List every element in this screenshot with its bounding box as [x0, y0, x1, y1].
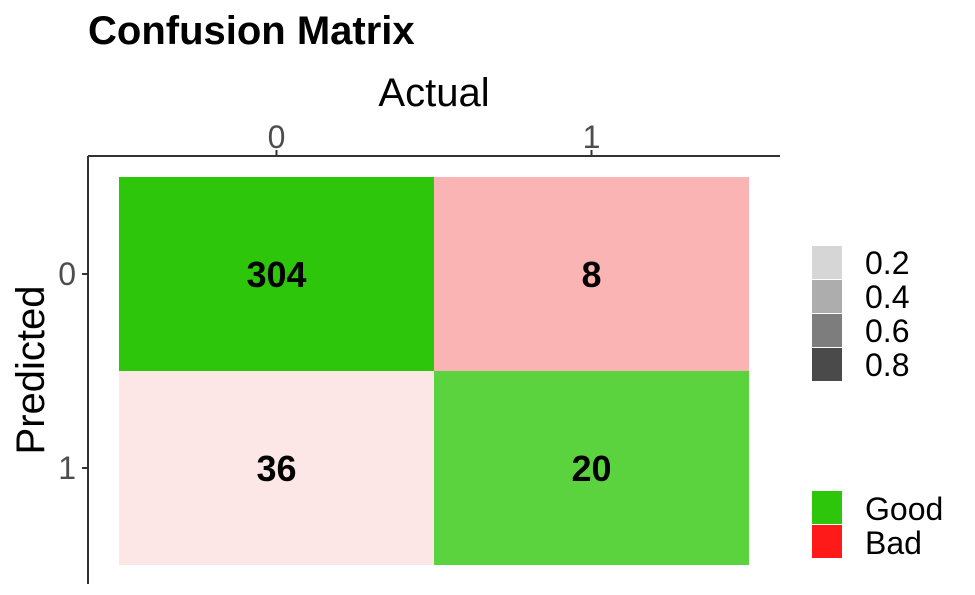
y-axis-title: Predicted: [9, 286, 53, 455]
x-axis-title: Actual: [378, 71, 489, 115]
outcome-legend-swatch: [812, 525, 842, 558]
chart-title: Confusion Matrix: [88, 9, 415, 53]
cell-value-label: 20: [571, 448, 611, 489]
alpha-legend-swatch: [812, 314, 842, 347]
outcome-legend-label: Bad: [865, 525, 922, 561]
cell-value-label: 304: [246, 254, 306, 295]
heatmap-cell: [434, 371, 749, 565]
alpha-legend-label: 0.8: [865, 347, 909, 383]
alpha-legend-label: 0.2: [865, 245, 909, 281]
outcome-legend-label: Good: [865, 491, 943, 527]
heatmap-cells: 304 8 36 20: [119, 177, 749, 565]
y-tick-label: 0: [58, 256, 76, 292]
outcome-legend-swatch: [812, 491, 842, 524]
heatmap-cell: [119, 177, 434, 371]
alpha-legend-label: 0.4: [865, 279, 909, 315]
x-tick-label: 0: [268, 119, 286, 155]
alpha-legend-swatch: [812, 246, 842, 279]
alpha-legend-swatch: [812, 348, 842, 381]
alpha-legend-swatch: [812, 280, 842, 313]
alpha-legend-label: 0.6: [865, 313, 909, 349]
y-tick-label: 1: [58, 450, 76, 486]
y-axis-ticks: 01: [58, 256, 88, 486]
heatmap-cell: [434, 177, 749, 371]
x-tick-label: 1: [583, 119, 601, 155]
cell-value-label: 8: [581, 254, 601, 295]
alpha-legend: 0.20.40.60.8: [812, 245, 909, 383]
cell-value-label: 36: [256, 448, 296, 489]
heatmap-cell: [119, 371, 434, 565]
